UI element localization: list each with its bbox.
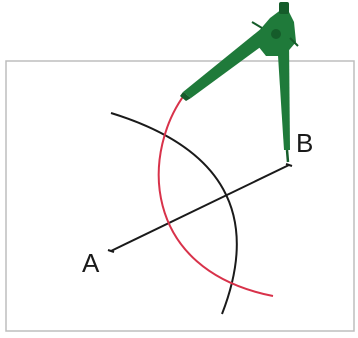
compass-handle (279, 2, 289, 14)
point-a-mark (107, 249, 115, 253)
compass-pencil-tip (180, 92, 191, 101)
compass-needle (285, 149, 290, 163)
arc-from-b (157, 89, 274, 297)
arc-from-a (110, 112, 238, 315)
compass-pivot (271, 29, 281, 39)
picture-frame (5, 60, 355, 332)
compass-screw-left (251, 21, 263, 29)
compass-screw-right (289, 37, 299, 47)
point-b-mark (285, 163, 293, 167)
compass-needle-arm (277, 40, 290, 150)
segment-ab (110, 164, 290, 252)
compass-pencil-arm (183, 28, 270, 98)
compass-icon (180, 2, 299, 163)
point-a-label: A (82, 248, 100, 278)
point-b-label: B (296, 128, 313, 158)
